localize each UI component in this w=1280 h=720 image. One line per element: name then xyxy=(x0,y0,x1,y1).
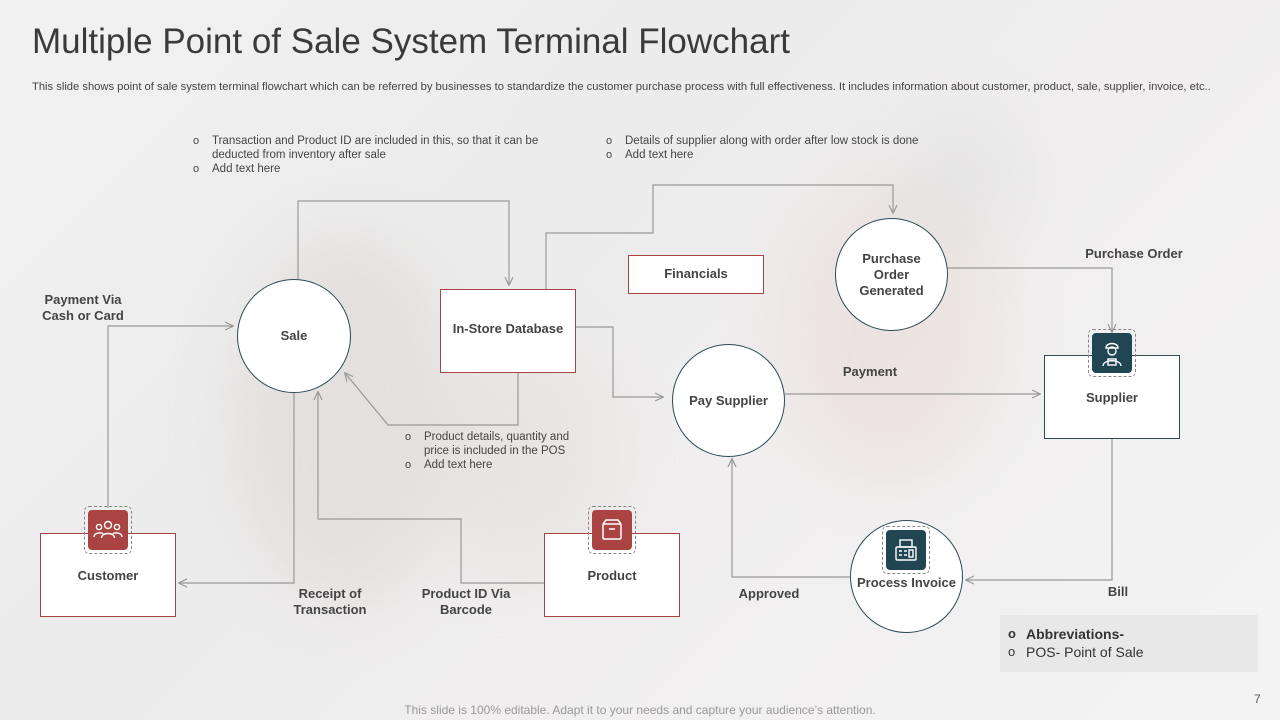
node-supplier-label: Supplier xyxy=(1085,389,1138,405)
node-purchase-order-generated: Purchase Order Generated xyxy=(835,218,948,331)
connector-product-to-sale xyxy=(318,392,544,584)
connector-customer-to-sale xyxy=(107,326,233,508)
connector-supplier-to-invoice xyxy=(966,439,1113,580)
node-product-label: Product xyxy=(587,567,637,583)
note-item: Add text here xyxy=(606,148,921,162)
node-purchase-order-label: Purchase Order Generated xyxy=(859,250,924,298)
label-approved: Approved xyxy=(738,586,800,601)
label-receipt-of-transaction: Receipt of Transaction xyxy=(293,586,367,617)
connector-database-to-pay-supplier xyxy=(576,326,663,397)
abbreviation-item: POS- Point of Sale xyxy=(1008,643,1258,661)
abbreviations-heading: Abbreviations- xyxy=(1008,625,1258,643)
page-number: 7 xyxy=(1254,692,1261,706)
connector-purchase-order-to-supplier xyxy=(948,267,1112,332)
users-icon xyxy=(84,506,132,554)
label-bill: Bill xyxy=(1107,584,1129,599)
abbreviations-box: Abbreviations- POS- Point of Sale xyxy=(1000,615,1258,672)
slide-subtitle: This slide shows point of sale system te… xyxy=(32,81,1211,93)
note-top-left: Transaction and Product ID are included … xyxy=(193,134,553,176)
label-payment-via: Payment Via Cash or Card xyxy=(42,292,124,323)
node-in-store-database: In-Store Database xyxy=(440,289,576,373)
note-middle: Product details, quantity and price is i… xyxy=(405,430,595,472)
node-sale: Sale xyxy=(237,279,351,393)
delivery-worker-icon xyxy=(1088,329,1136,377)
note-item: Add text here xyxy=(405,458,595,472)
connector-sale-to-database xyxy=(297,200,509,285)
label-payment: Payment xyxy=(842,364,898,379)
connector-database-to-purchase-order xyxy=(545,184,893,289)
invoice-machine-icon xyxy=(882,526,930,574)
slide-footer: This slide is 100% editable. Adapt it to… xyxy=(404,703,876,717)
note-item: Details of supplier along with order aft… xyxy=(606,134,921,148)
connector-invoice-to-pay-supplier xyxy=(732,459,850,578)
note-item: Transaction and Product ID are included … xyxy=(193,134,553,162)
note-item: Product details, quantity and price is i… xyxy=(405,430,595,458)
box-icon xyxy=(588,506,636,554)
node-financials-label: Financials xyxy=(664,266,728,281)
node-pay-supplier-label: Pay Supplier xyxy=(689,392,768,408)
node-process-invoice-label: Process Invoice xyxy=(857,574,956,590)
slide-title: Multiple Point of Sale System Terminal F… xyxy=(32,22,790,61)
label-purchase-order: Purchase Order xyxy=(1085,246,1183,261)
connector-database-to-sale xyxy=(345,373,519,426)
note-item: Add text here xyxy=(193,162,553,176)
node-database-label: In-Store Database xyxy=(452,320,564,336)
node-customer-label: Customer xyxy=(77,567,139,583)
node-sale-label: Sale xyxy=(280,328,308,343)
node-pay-supplier: Pay Supplier xyxy=(672,344,785,457)
node-financials: Financials xyxy=(628,255,764,294)
connector-sale-to-customer xyxy=(179,392,295,583)
label-product-id-via-barcode: Product ID Via Barcode xyxy=(421,586,511,617)
note-top-right: Details of supplier along with order aft… xyxy=(606,134,921,162)
